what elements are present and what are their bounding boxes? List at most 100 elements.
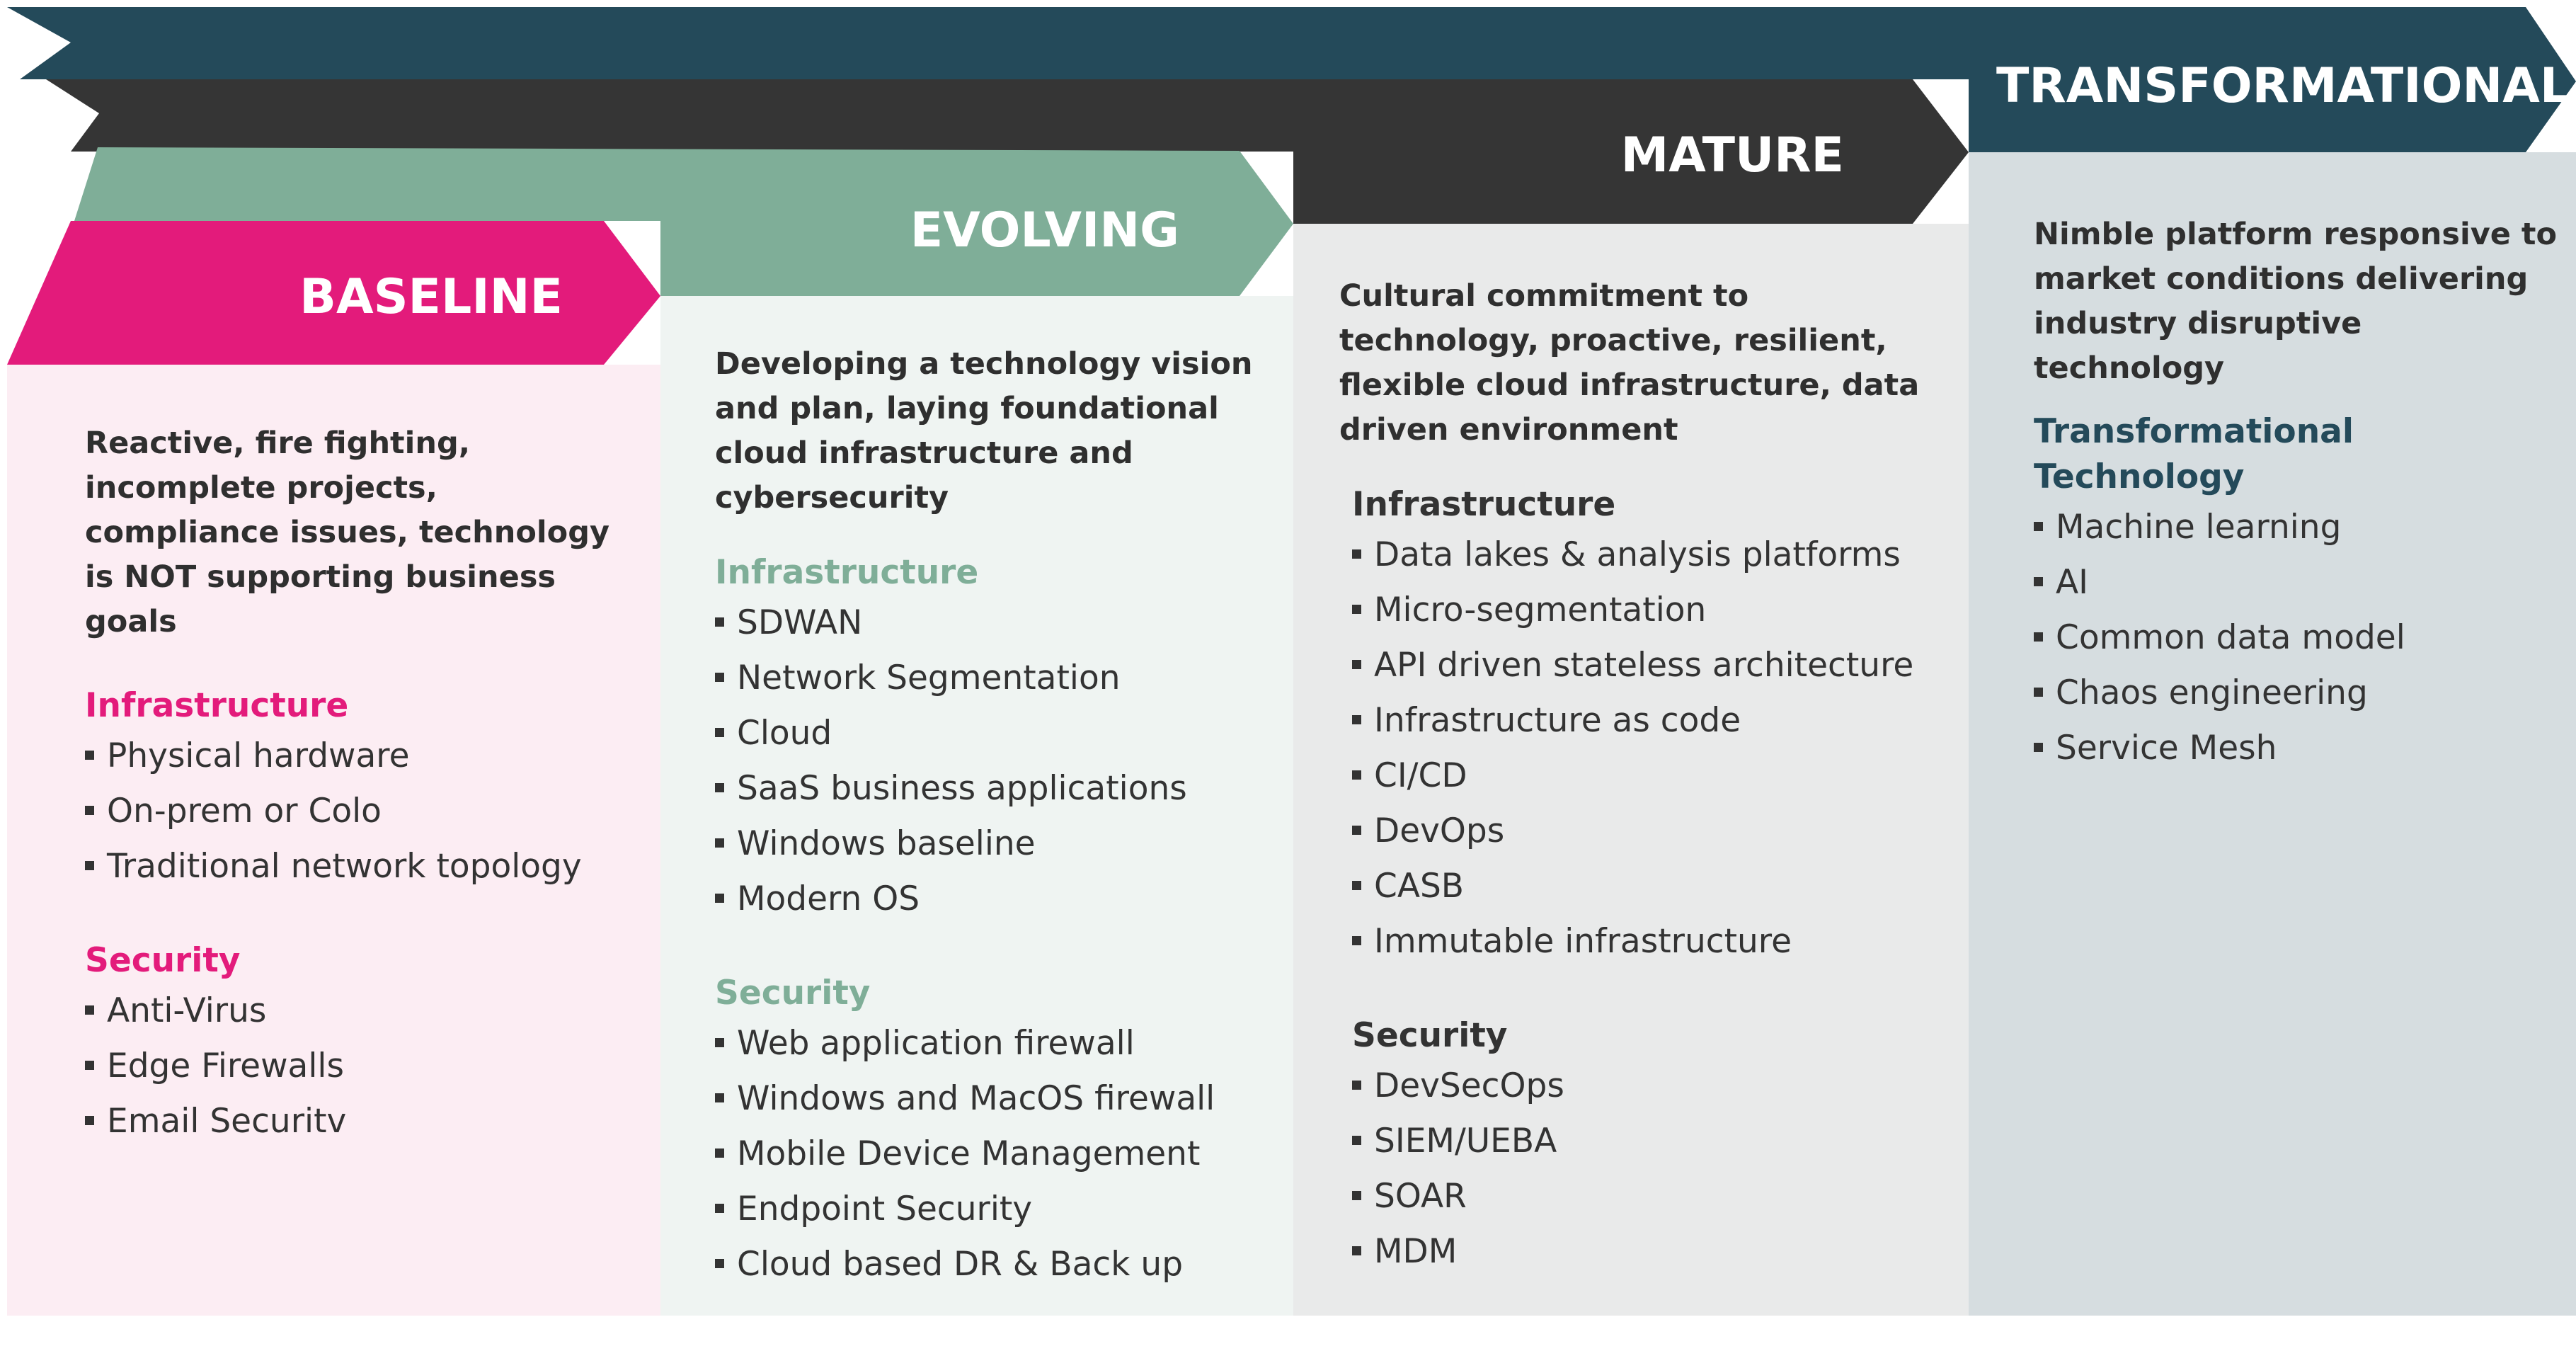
bullet-icon (85, 861, 94, 870)
item-list: Web application firewall Windows and Mac… (715, 1016, 1274, 1292)
bullet-icon (715, 838, 724, 848)
bullet-icon (1352, 826, 1361, 835)
evolving-arrow (74, 147, 1293, 296)
list-item: Data lakes & analysis platforms (1352, 528, 1955, 583)
bullet-icon (2034, 688, 2043, 697)
stage-title-evolving: EVOLVING (910, 203, 1179, 258)
bullet-icon (85, 1061, 94, 1070)
bullet-icon (715, 1148, 724, 1158)
bullet-icon (2034, 743, 2043, 752)
list-item: Common data model (2034, 610, 2558, 666)
bullet-icon (715, 1093, 724, 1102)
list-item: SIEM/UEBA (1352, 1114, 1955, 1169)
list-item: SOAR (1352, 1169, 1955, 1224)
bullet-icon (1352, 881, 1361, 890)
list-item: Micro-segmentation (1352, 583, 1955, 638)
bullet-icon (1352, 1136, 1361, 1145)
bullet-icon (715, 673, 724, 682)
list-item: Endpoint Security (715, 1182, 1274, 1237)
list-item: Infrastructure as code (1352, 693, 1955, 748)
list-item: Traditional network topology (85, 839, 637, 894)
bullet-icon (85, 1005, 94, 1015)
list-item: API driven stateless architecture (1352, 638, 1955, 693)
bullet-icon (715, 1204, 724, 1213)
transformational-arrow (7, 7, 2576, 152)
bullet-icon (1352, 660, 1361, 669)
list-item: DevOps (1352, 804, 1955, 859)
list-item: Cloud (715, 706, 1274, 761)
bullet-icon (1352, 1246, 1361, 1255)
list-item: SaaS business applications (715, 761, 1274, 816)
list-item: AI (2034, 555, 2558, 610)
stage-title-mature: MATURE (1620, 127, 1844, 183)
list-item: CASB (1352, 859, 1955, 914)
item-list: Machine learning AI Common data model Ch… (2034, 500, 2558, 776)
bullet-icon (85, 1116, 94, 1125)
evolving-content: Developing a technology vision and plan,… (715, 342, 1274, 1292)
bullet-icon (715, 728, 724, 737)
bullet-icon (715, 617, 724, 627)
evolving-panel (660, 296, 1293, 1316)
bullet-icon (1352, 605, 1361, 614)
list-item: Service Mesh (2034, 721, 2558, 776)
bullet-icon (1352, 1081, 1361, 1090)
bullet-icon (1352, 549, 1361, 559)
bullet-icon (2034, 522, 2043, 531)
section-heading-infrastructure: Infrastructure (715, 553, 979, 592)
list-item: Email Securitv (85, 1094, 637, 1149)
list-item: Immutable infrastructure (1352, 914, 1955, 969)
list-item: Chaos engineering (2034, 666, 2558, 721)
item-list: DevSecOps SIEM/UEBA SOAR MDM (1339, 1059, 1955, 1279)
bullet-icon (85, 806, 94, 815)
section-heading-infrastructure: Infrastructure (1352, 485, 1616, 524)
item-list: Physical hardware On-prem or Colo Tradit… (85, 729, 637, 894)
stage-description: Cultural commitment to technology, proac… (1339, 278, 1920, 448)
bullet-icon (1352, 770, 1361, 780)
item-list: SDWAN Network Segmentation Cloud SaaS bu… (715, 595, 1274, 927)
list-item: Windows and MacOS firewall (715, 1071, 1274, 1127)
list-item: Anti-Virus (85, 984, 637, 1039)
list-item: Physical hardware (85, 729, 637, 784)
item-list: Data lakes & analysis platforms Micro-se… (1339, 528, 1955, 969)
bullet-icon (715, 1038, 724, 1047)
list-item: SDWAN (715, 595, 1274, 651)
stage-description: Reactive, fire fighting, incomplete proj… (85, 426, 610, 639)
list-item: Network Segmentation (715, 651, 1274, 706)
list-item: Cloud based DR & Back up (715, 1237, 1274, 1292)
list-item: DevSecOps (1352, 1059, 1955, 1114)
bullet-icon (2034, 632, 2043, 642)
list-item: On-prem or Colo (85, 784, 637, 839)
transformational-content: Nimble platform responsive to market con… (2034, 212, 2558, 776)
mature-content: Cultural commitment to technology, proac… (1339, 274, 1955, 1279)
baseline-content: Reactive, fire fighting, incomplete proj… (85, 421, 637, 1149)
stage-description: Developing a technology vision and plan,… (715, 346, 1253, 515)
list-item: Edge Firewalls (85, 1039, 637, 1094)
bullet-icon (1352, 1191, 1361, 1200)
bullet-icon (715, 1259, 724, 1268)
list-item: CI/CD (1352, 748, 1955, 804)
list-item: Web application firewall (715, 1016, 1274, 1071)
bullet-icon (715, 894, 724, 903)
stage-title-transformational: TRANSFORMATIONAL (1996, 58, 2571, 114)
bullet-icon (715, 783, 724, 792)
section-heading-security: Security (85, 941, 241, 980)
transformational-panel (1969, 152, 2576, 1316)
bullet-icon (1352, 936, 1361, 945)
baseline-arrow (7, 221, 660, 365)
section-heading-security: Security (1352, 1016, 1508, 1055)
section-heading-transformational-technology: Transformational Technology (2034, 412, 2354, 496)
list-item: MDM (1352, 1224, 1955, 1279)
section-heading-security: Security (715, 974, 871, 1013)
bullet-icon (2034, 577, 2043, 586)
stage-description: Nimble platform responsive to market con… (2034, 217, 2557, 386)
list-item: Machine learning (2034, 500, 2558, 555)
bullet-icon (85, 751, 94, 760)
list-item: Modern OS (715, 872, 1274, 927)
bullet-icon (1352, 715, 1361, 724)
stage-title-baseline: BASELINE (299, 269, 563, 325)
list-item: Mobile Device Management (715, 1127, 1274, 1182)
mature-panel (1293, 224, 1969, 1316)
section-heading-infrastructure: Infrastructure (85, 686, 349, 725)
list-item: Windows baseline (715, 816, 1274, 872)
